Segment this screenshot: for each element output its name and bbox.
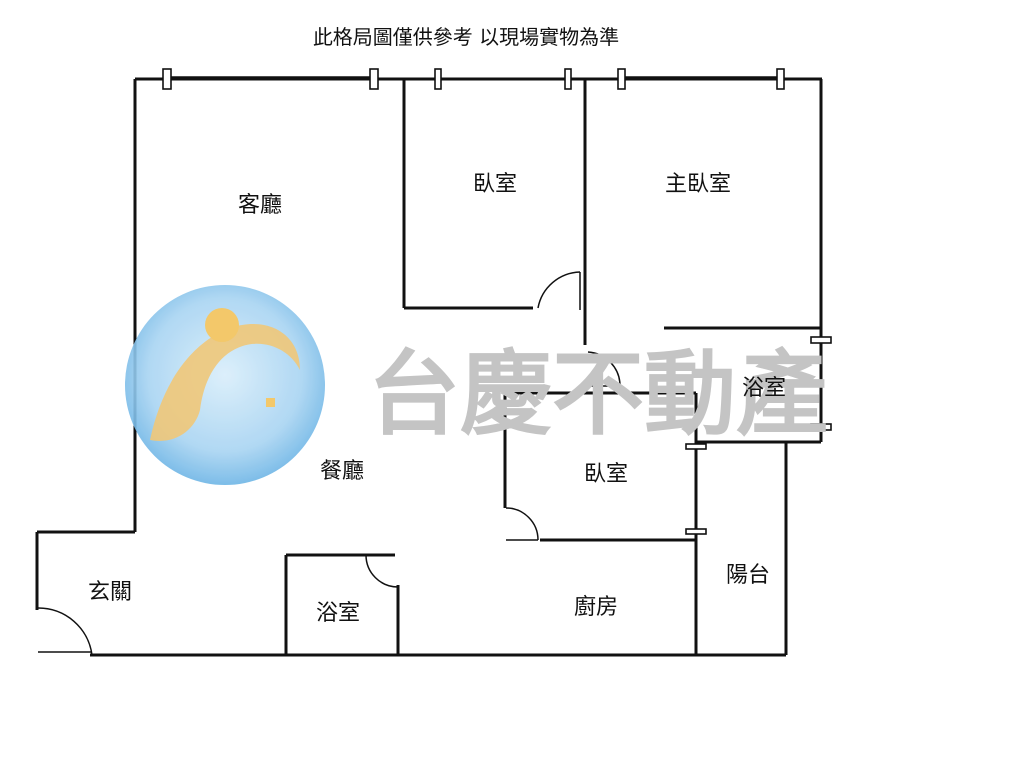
doors — [37, 271, 621, 656]
label-balcony: 陽台 — [726, 563, 770, 588]
label-bedroom-center: 臥室 — [584, 462, 628, 487]
logo-swoosh-icon — [150, 324, 300, 441]
label-bathroom-south: 浴室 — [316, 601, 360, 626]
label-bedroom-north: 臥室 — [473, 172, 517, 197]
label-living-room: 客廳 — [238, 193, 282, 218]
watermark-logo — [125, 285, 325, 485]
windows — [162, 68, 832, 535]
room-labels: 客廳 臥室 主臥室 浴室 餐廳 臥室 玄關 浴室 廚房 陽台 — [88, 172, 786, 626]
walls — [35, 77, 823, 657]
label-master-bedroom: 主臥室 — [665, 172, 731, 197]
label-kitchen: 廚房 — [574, 595, 618, 620]
label-entrance: 玄關 — [88, 580, 132, 605]
disclaimer-text: 此格局圖僅供參考 以現場實物為準 — [313, 25, 619, 49]
logo-dot-icon — [205, 308, 239, 342]
label-bathroom-east: 浴室 — [742, 376, 786, 401]
watermark-text: 台慶不動產 — [368, 341, 828, 448]
label-dining-room: 餐廳 — [320, 459, 364, 484]
